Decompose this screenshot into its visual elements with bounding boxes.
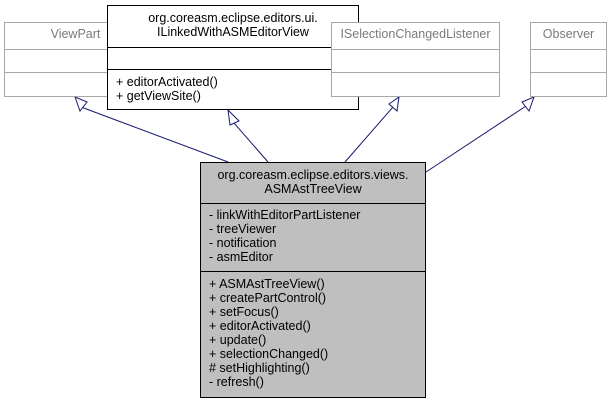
operation: + createPartControl()	[209, 291, 327, 305]
class-name-line: org.coreasm.eclipse.editors.views.	[217, 168, 409, 182]
class-ilinked-attributes	[108, 47, 358, 69]
class-asmast: org.coreasm.eclipse.editors.views. ASMAs…	[200, 162, 426, 398]
class-asmast-name: org.coreasm.eclipse.editors.views. ASMAs…	[201, 163, 425, 203]
class-name-line: ILinkedWithASMEditorView	[157, 25, 309, 39]
operation: + editorActivated()	[209, 319, 311, 333]
arrowhead-ilinked	[227, 108, 240, 126]
edge-asmast-to-observer	[419, 105, 527, 177]
arrowhead-viewpart	[74, 96, 88, 113]
attribute: - linkWithEditorPartListener	[209, 208, 361, 222]
edge-asmast-to-viewpart	[80, 106, 229, 163]
class-iselection-attributes	[332, 49, 499, 72]
operation: + update()	[209, 333, 267, 347]
class-name-line: ViewPart	[50, 27, 101, 41]
class-observer-attributes	[531, 49, 606, 72]
attribute: - treeViewer	[209, 222, 277, 236]
attribute: - asmEditor	[209, 250, 273, 264]
operation: + getViewSite()	[116, 89, 201, 103]
class-name-line: org.coreasm.eclipse.editors.ui.	[148, 11, 318, 25]
operation: + setFocus()	[209, 305, 279, 319]
operation: + selectionChanged()	[209, 347, 329, 361]
class-viewpart-name: ViewPart	[5, 23, 146, 49]
operation: # setHighlighting()	[209, 361, 310, 375]
class-iselection-name: ISelectionChangedListener	[332, 23, 499, 49]
class-ilinked: org.coreasm.eclipse.editors.ui. ILinkedW…	[107, 5, 359, 110]
arrowhead-observer	[521, 96, 535, 113]
operation: - refresh()	[209, 375, 264, 389]
class-name-line: ASMAstTreeView	[264, 182, 362, 196]
class-observer-operations	[531, 72, 606, 96]
operation: + ASMAstTreeView()	[209, 277, 325, 291]
attribute: - notification	[209, 236, 277, 250]
class-name-line: ISelectionChangedListener	[340, 27, 491, 41]
operation: + editorActivated()	[116, 75, 218, 89]
class-asmast-attributes: - linkWithEditorPartListener - treeViewe…	[201, 203, 425, 271]
class-ilinked-operations: + editorActivated() + getViewSite()	[108, 69, 358, 109]
edge-asmast-to-iselection	[344, 106, 394, 163]
class-observer: Observer	[530, 22, 607, 97]
class-ilinked-name: org.coreasm.eclipse.editors.ui. ILinkedW…	[108, 6, 358, 47]
arrowhead-iselection	[388, 95, 400, 112]
class-name-line: Observer	[542, 27, 595, 41]
edge-asmast-to-ilinked	[233, 122, 269, 163]
class-iselection-operations	[332, 72, 499, 96]
class-iselection: ISelectionChangedListener	[331, 22, 500, 97]
class-asmast-operations: + ASMAstTreeView() + createPartControl()…	[201, 271, 425, 397]
class-viewpart-operations	[5, 72, 146, 96]
class-observer-name: Observer	[531, 23, 606, 49]
class-viewpart-attributes	[5, 49, 146, 72]
